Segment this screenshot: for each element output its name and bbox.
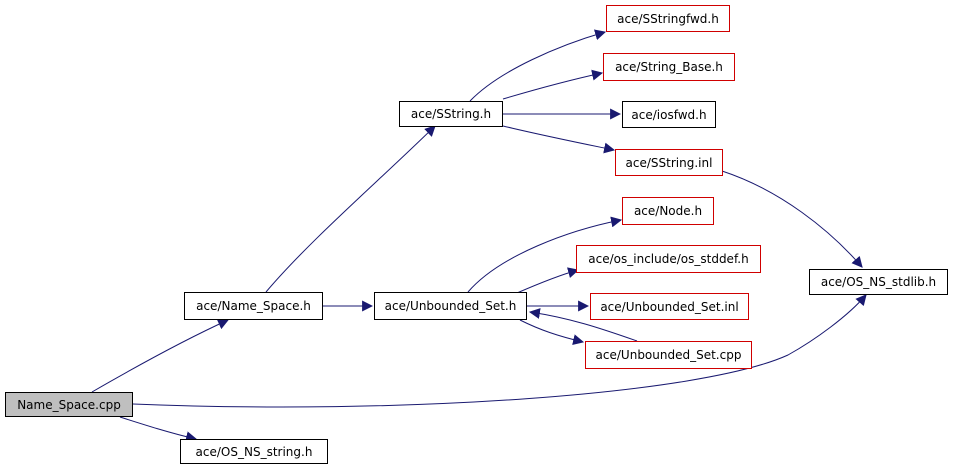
edge-sstring-h-to-sstringfwd-h	[469, 29, 607, 102]
node-label: ace/Name_Space.h	[196, 299, 311, 313]
node-label: Name_Space.cpp	[17, 397, 121, 412]
edge-sstring-inl-to-os-ns-stdlib-h	[721, 170, 863, 268]
node-sstring-h[interactable]: ace/SString.h	[399, 101, 503, 127]
node-label: ace/iosfwd.h	[631, 107, 707, 122]
node-node-h[interactable]: ace/Node.h	[622, 197, 714, 225]
node-label: ace/String_Base.h	[615, 60, 723, 74]
node-name-space-h[interactable]: ace/Name_Space.h	[184, 292, 323, 320]
edge-unbounded-set-h-to-os-stddef-h	[516, 267, 580, 294]
node-label: ace/Unbounded_Set.h	[384, 299, 517, 313]
node-iosfwd-h[interactable]: ace/iosfwd.h	[622, 101, 716, 128]
node-os-ns-string-h[interactable]: ace/OS_NS_string.h	[180, 439, 328, 464]
node-name-space-cpp[interactable]: Name_Space.cpp	[5, 392, 133, 417]
node-label: ace/SString.h	[410, 107, 492, 121]
node-label: ace/Unbounded_Set.inl	[600, 299, 739, 314]
node-string-base-h[interactable]: ace/String_Base.h	[603, 53, 735, 81]
edge-sstring-h-to-sstring-inl	[502, 125, 616, 154]
node-unbounded-set-inl[interactable]: ace/Unbounded_Set.inl	[590, 293, 749, 320]
edge-sstring-h-to-string-base-h	[502, 69, 604, 100]
edge-name-space-h-to-sstring-h	[265, 125, 436, 293]
node-label: ace/Unbounded_Set.cpp	[595, 348, 742, 362]
node-label: ace/SStringfwd.h	[617, 11, 719, 26]
node-os-ns-stdlib-h[interactable]: ace/OS_NS_stdlib.h	[809, 269, 948, 295]
edge-unbounded-set-cpp-to-unbounded-set-h	[528, 308, 638, 342]
node-sstring-inl[interactable]: ace/SString.inl	[615, 149, 723, 176]
node-label: ace/Node.h	[633, 204, 703, 218]
node-label: ace/OS_NS_string.h	[195, 444, 313, 459]
node-label: ace/SString.inl	[625, 155, 713, 170]
node-unbounded-set-h[interactable]: ace/Unbounded_Set.h	[374, 292, 527, 320]
edge-name-space-cpp-to-os-ns-string-h	[119, 416, 198, 443]
node-label: ace/os_include/os_stddef.h	[588, 252, 749, 266]
node-os-stddef-h[interactable]: ace/os_include/os_stddef.h	[576, 245, 761, 273]
edge-name-space-cpp-to-name-space-h	[91, 319, 229, 393]
edge-unbounded-set-h-to-unbounded-set-cpp	[519, 319, 585, 346]
node-unbounded-set-cpp[interactable]: ace/Unbounded_Set.cpp	[585, 341, 752, 369]
node-label: ace/OS_NS_stdlib.h	[820, 275, 937, 289]
edge-name-space-cpp-to-os-ns-stdlib-h	[132, 294, 867, 408]
node-sstringfwd-h[interactable]: ace/SStringfwd.h	[606, 5, 730, 32]
edge-unbounded-set-h-to-node-h	[467, 216, 623, 293]
